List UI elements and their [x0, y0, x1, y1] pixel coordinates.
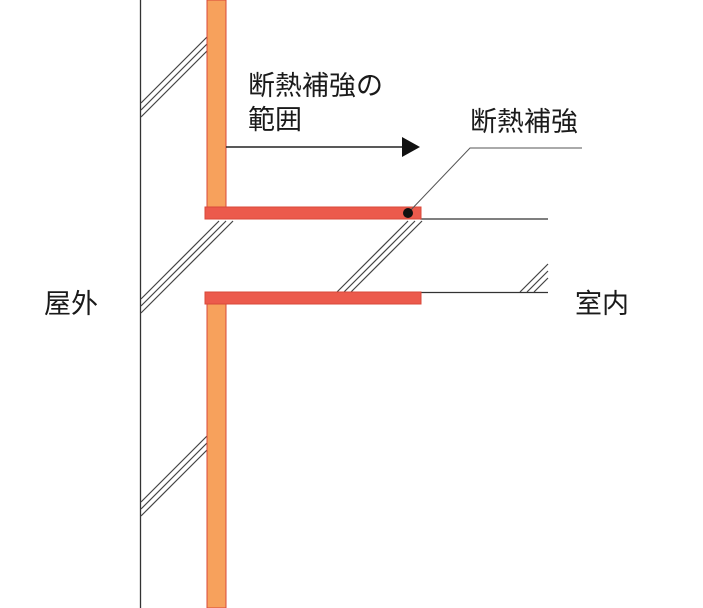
wall-hatch-top — [140, 36, 208, 118]
leader-dot — [403, 208, 413, 218]
wall-hatch-floor — [140, 220, 234, 314]
wall-hatch-bottom — [140, 435, 208, 517]
label-indoor: 室内 — [575, 289, 629, 320]
slab-hatch — [336, 220, 549, 293]
label-reinforcement-range: 断熱補強の 範囲 — [248, 70, 383, 138]
label-range-line2: 範囲 — [248, 105, 302, 136]
label-outdoor: 屋外 — [44, 289, 98, 320]
reinforcement-leader — [407, 147, 582, 214]
label-range-line1: 断熱補強の — [248, 71, 383, 102]
label-reinforcement: 断熱補強 — [470, 107, 578, 138]
reinforcement-bottom — [204, 291, 422, 305]
wall-insulation-upper — [206, 0, 227, 209]
reinforcement-top — [204, 206, 422, 220]
range-arrow-head — [402, 137, 420, 157]
wall-insulation-lower — [206, 302, 227, 608]
